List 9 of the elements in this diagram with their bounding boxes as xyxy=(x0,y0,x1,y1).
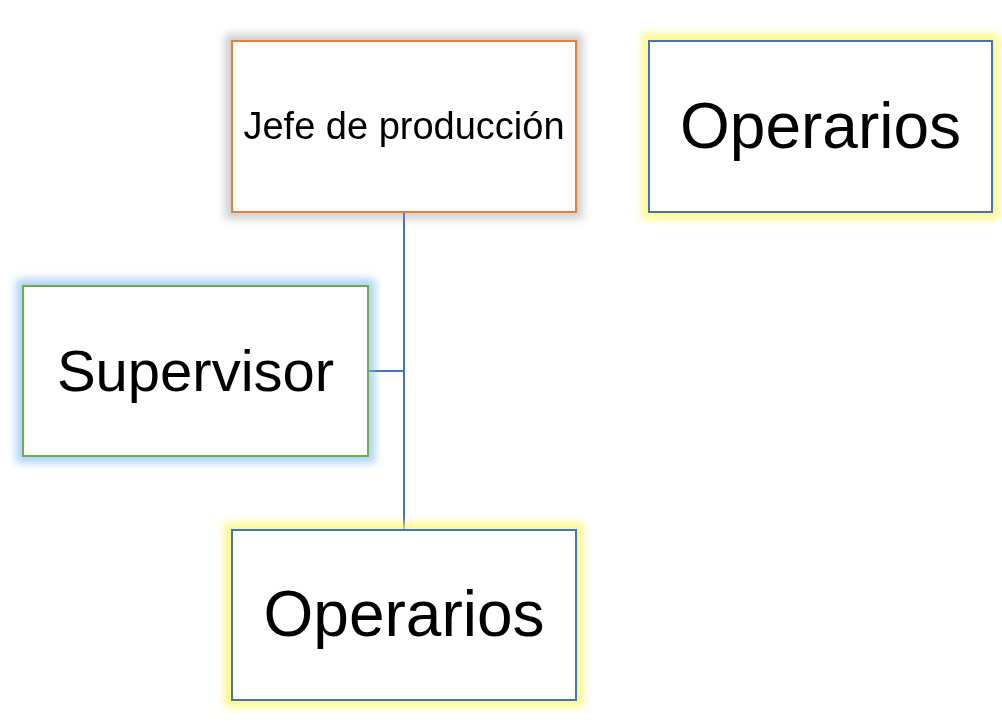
role-label: Jefe de producción xyxy=(242,103,566,149)
connector-line xyxy=(368,212,405,372)
role-label: Supervisor xyxy=(55,337,336,406)
role-box xyxy=(22,285,369,457)
role-box xyxy=(231,529,577,701)
role-box xyxy=(231,40,577,213)
role-label: Operarios xyxy=(679,88,962,164)
role-label: Operarios xyxy=(262,577,546,653)
role-box xyxy=(648,40,993,213)
